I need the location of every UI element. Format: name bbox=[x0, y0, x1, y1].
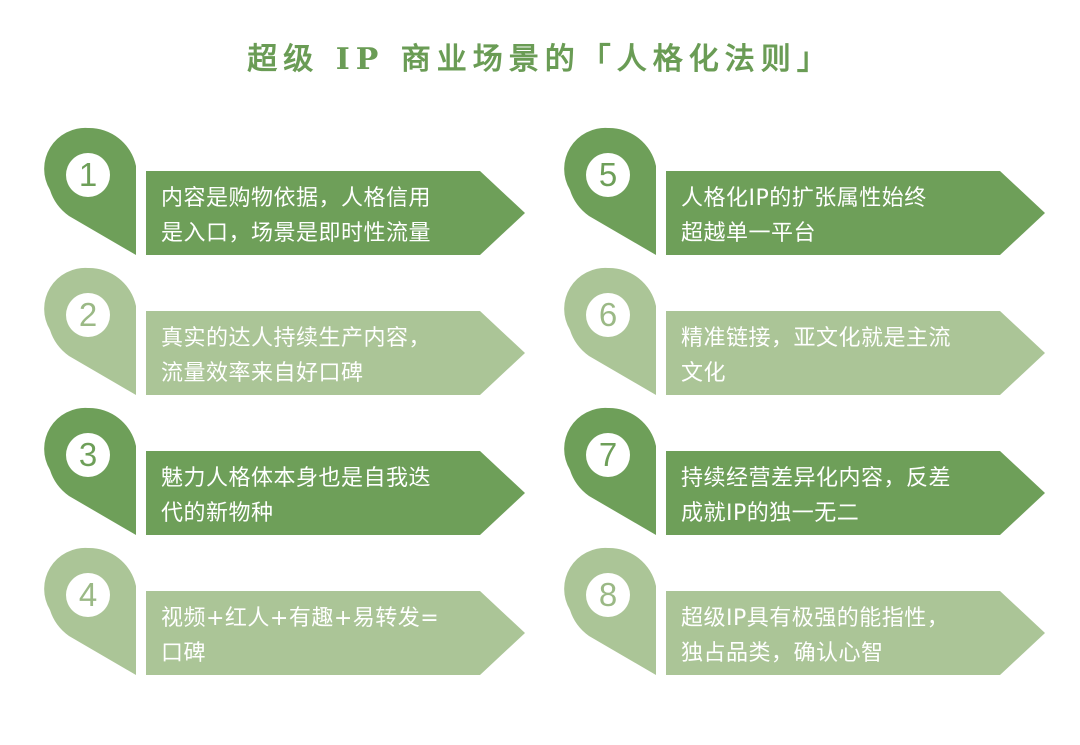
rule-text-line2: 代的新物种 bbox=[161, 501, 274, 526]
number-badge: 3 bbox=[66, 433, 110, 477]
number-badge: 8 bbox=[586, 573, 630, 617]
rule-text-line1: 魅力人格体本身也是自我迭 bbox=[161, 466, 432, 491]
rule-text: 精准链接，亚文化就是主流 文化 bbox=[681, 316, 1011, 396]
rule-text-line2: 文化 bbox=[681, 361, 727, 386]
rule-card-1: 1 内容是购物依据，人格信用 是入口，场景是即时性流量 bbox=[44, 127, 527, 258]
rule-card-2: 2 真实的达人持续生产内容， 流量效率来自好口碑 bbox=[44, 267, 527, 398]
rule-text-line2: 是入口，场景是即时性流量 bbox=[161, 221, 432, 246]
rule-text: 内容是购物依据，人格信用 是入口，场景是即时性流量 bbox=[161, 176, 491, 256]
rule-text-line1: 真实的达人持续生产内容， bbox=[161, 326, 432, 351]
rule-text-line1: 内容是购物依据，人格信用 bbox=[161, 186, 432, 211]
rule-text-line1: 精准链接，亚文化就是主流 bbox=[681, 326, 952, 351]
rule-text: 视频+红人+有趣+易转发= 口碑 bbox=[161, 596, 491, 676]
rule-text: 持续经营差异化内容，反差 成就IP的独一无二 bbox=[681, 456, 1011, 536]
rule-card-6: 6 精准链接，亚文化就是主流 文化 bbox=[564, 267, 1047, 398]
number-badge: 7 bbox=[586, 433, 630, 477]
rule-text: 真实的达人持续生产内容， 流量效率来自好口碑 bbox=[161, 316, 491, 396]
rule-text-line2: 独占品类，确认心智 bbox=[681, 641, 884, 666]
rule-text-line2: 超越单一平台 bbox=[681, 221, 817, 246]
number-badge: 4 bbox=[66, 573, 110, 617]
rule-text-line2: 口碑 bbox=[161, 641, 207, 666]
rule-card-4: 4 视频+红人+有趣+易转发= 口碑 bbox=[44, 547, 527, 678]
rule-text-line1: 视频+红人+有趣+易转发= bbox=[161, 606, 440, 631]
page-title: 超级 IP 商业场景的「人格化法则」 bbox=[247, 42, 833, 77]
rule-text-line2: 成就IP的独一无二 bbox=[681, 501, 860, 526]
rule-card-7: 7 持续经营差异化内容，反差 成就IP的独一无二 bbox=[564, 407, 1047, 538]
number-badge: 6 bbox=[586, 293, 630, 337]
rule-text: 人格化IP的扩张属性始终 超越单一平台 bbox=[681, 176, 1011, 256]
rule-card-8: 8 超级IP具有极强的能指性， 独占品类，确认心智 bbox=[564, 547, 1047, 678]
rule-text-line1: 持续经营差异化内容，反差 bbox=[681, 466, 952, 491]
number-badge: 1 bbox=[66, 153, 110, 197]
rule-text-line1: 超级IP具有极强的能指性， bbox=[681, 606, 950, 631]
rule-card-5: 5 人格化IP的扩张属性始终 超越单一平台 bbox=[564, 127, 1047, 258]
number-badge: 5 bbox=[586, 153, 630, 197]
rule-text-line1: 人格化IP的扩张属性始终 bbox=[681, 186, 927, 211]
rule-text: 魅力人格体本身也是自我迭 代的新物种 bbox=[161, 456, 491, 536]
rule-card-3: 3 魅力人格体本身也是自我迭 代的新物种 bbox=[44, 407, 527, 538]
number-badge: 2 bbox=[66, 293, 110, 337]
rule-text-line2: 流量效率来自好口碑 bbox=[161, 361, 364, 386]
rule-text: 超级IP具有极强的能指性， 独占品类，确认心智 bbox=[681, 596, 1011, 676]
